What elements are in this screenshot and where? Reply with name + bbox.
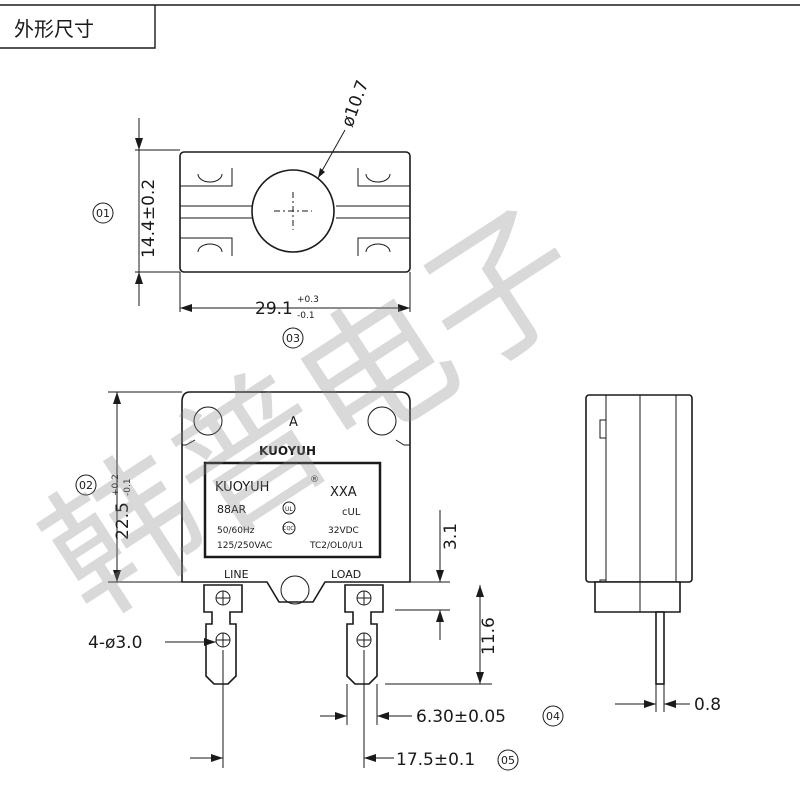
label-freq: 50/60Hz xyxy=(217,526,255,536)
load-label: LOAD xyxy=(331,568,361,581)
dim-3-1: 3.1 xyxy=(441,523,461,550)
front-view: A KUOYUH KUOYUH ® XXA 88AR UL CQC cUL 50… xyxy=(75,391,564,771)
dim-29-1: 29.1 xyxy=(255,299,293,319)
front-letter: A xyxy=(289,415,298,430)
label-rating: 88AR xyxy=(217,503,247,516)
dim-22-5-lower: -0.1 xyxy=(123,478,133,496)
dim-tag-03: 03 xyxy=(286,332,300,345)
dim-17-5: 17.5±0.1 xyxy=(396,750,475,770)
dim-29-1-upper: +0.3 xyxy=(297,295,319,305)
dim-tag-05: 05 xyxy=(501,754,515,767)
hole-count-label: 4-ø3.0 xyxy=(88,633,142,653)
rating-label xyxy=(203,461,382,559)
dim-tag-01: 01 xyxy=(96,207,110,220)
side-terminal xyxy=(655,611,665,685)
label-ac: 125/250VAC xyxy=(217,541,272,551)
dim-0-8: 0.8 xyxy=(694,695,721,715)
ul-mark-icon xyxy=(282,501,296,515)
cqc-mark-text: CQC xyxy=(283,526,294,532)
dim-14-4: 14.4±0.2 xyxy=(139,179,159,258)
dim-tag-04: 04 xyxy=(546,710,560,723)
line-label: LINE xyxy=(224,568,249,581)
top-view: ø10.7 14.4±0.2 01 29.1 +0.3 -0.1 03 xyxy=(92,78,411,349)
label-brand: KUOYUH xyxy=(215,480,269,495)
dim-22-5: 22.5 xyxy=(113,502,133,540)
front-brand: KUOYUH xyxy=(259,444,316,458)
cul-mark-icon: cUL xyxy=(342,507,361,518)
side-view: 0.8 xyxy=(585,394,721,715)
dim-6-30: 6.30±0.05 xyxy=(416,707,506,727)
ul-mark-text: UL xyxy=(285,506,293,513)
page-title: 外形尺寸 xyxy=(14,17,94,41)
dim-22-5-upper: +0.2 xyxy=(111,474,121,496)
title-box xyxy=(0,5,156,49)
dim-11-6: 11.6 xyxy=(479,617,499,655)
label-code: TC2/OL0/U1 xyxy=(309,541,363,551)
label-reg: ® xyxy=(310,475,319,485)
dim-29-1-lower: -0.1 xyxy=(297,311,315,321)
label-model: XXA xyxy=(330,485,357,500)
label-dc: 32VDC xyxy=(328,526,359,536)
cqc-mark-icon xyxy=(282,521,296,535)
diameter-label: ø10.7 xyxy=(338,78,373,130)
dim-tag-02: 02 xyxy=(79,479,93,492)
